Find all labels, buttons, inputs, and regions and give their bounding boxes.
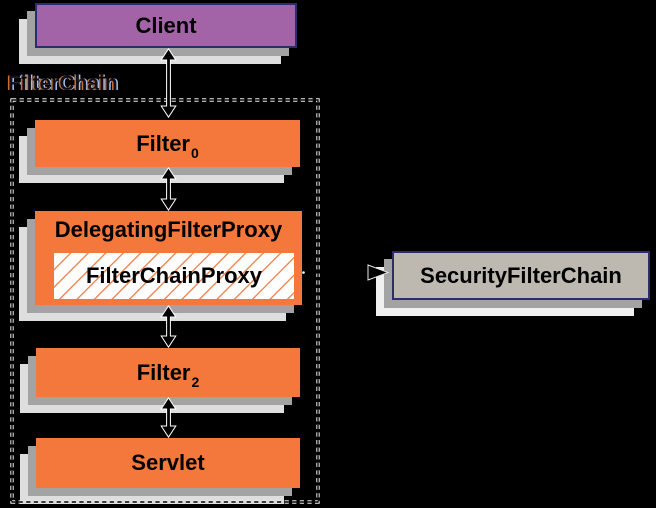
- security-filter-chain-box: SecurityFilterChain: [392, 251, 650, 300]
- delegating-filter-proxy-box: DelegatingFilterProxy FilterChainProxy: [35, 211, 302, 305]
- filterchain-label: FilterChain: [8, 72, 118, 95]
- filter-chain-proxy-box: FilterChainProxy: [53, 252, 295, 300]
- filter2-servlet-bidirectional-arrow-icon: [160, 397, 177, 438]
- servlet-label: Servlet: [131, 450, 205, 475]
- delegating-filter-proxy-label: DelegatingFilterProxy: [54, 217, 283, 242]
- filter0-delegatingfilterproxy-bidirectional-arrow-icon: [160, 167, 177, 211]
- filter2-label: Filter2: [136, 359, 200, 390]
- filterchain-dashed-border: [10, 98, 320, 504]
- delegatingfilterproxy-filter2-bidirectional-arrow-icon: [160, 305, 177, 348]
- filter2-box: Filter2: [36, 348, 300, 397]
- filter0-label: Filter0: [136, 130, 199, 161]
- filter0-box: Filter0: [35, 120, 300, 167]
- filter2-subscript: 2: [191, 373, 200, 390]
- filterchainproxy-securityfilterchain-arrow-icon: [302, 264, 390, 281]
- client-filter0-bidirectional-arrow-icon: [160, 48, 177, 118]
- client-label: Client: [135, 12, 197, 38]
- servlet-box: Servlet: [36, 438, 300, 488]
- filter-chain-proxy-label: FilterChainProxy: [85, 263, 263, 288]
- security-filter-chain-label: SecurityFilterChain: [420, 262, 622, 288]
- filter0-subscript: 0: [191, 144, 199, 161]
- client-box: Client: [35, 3, 297, 48]
